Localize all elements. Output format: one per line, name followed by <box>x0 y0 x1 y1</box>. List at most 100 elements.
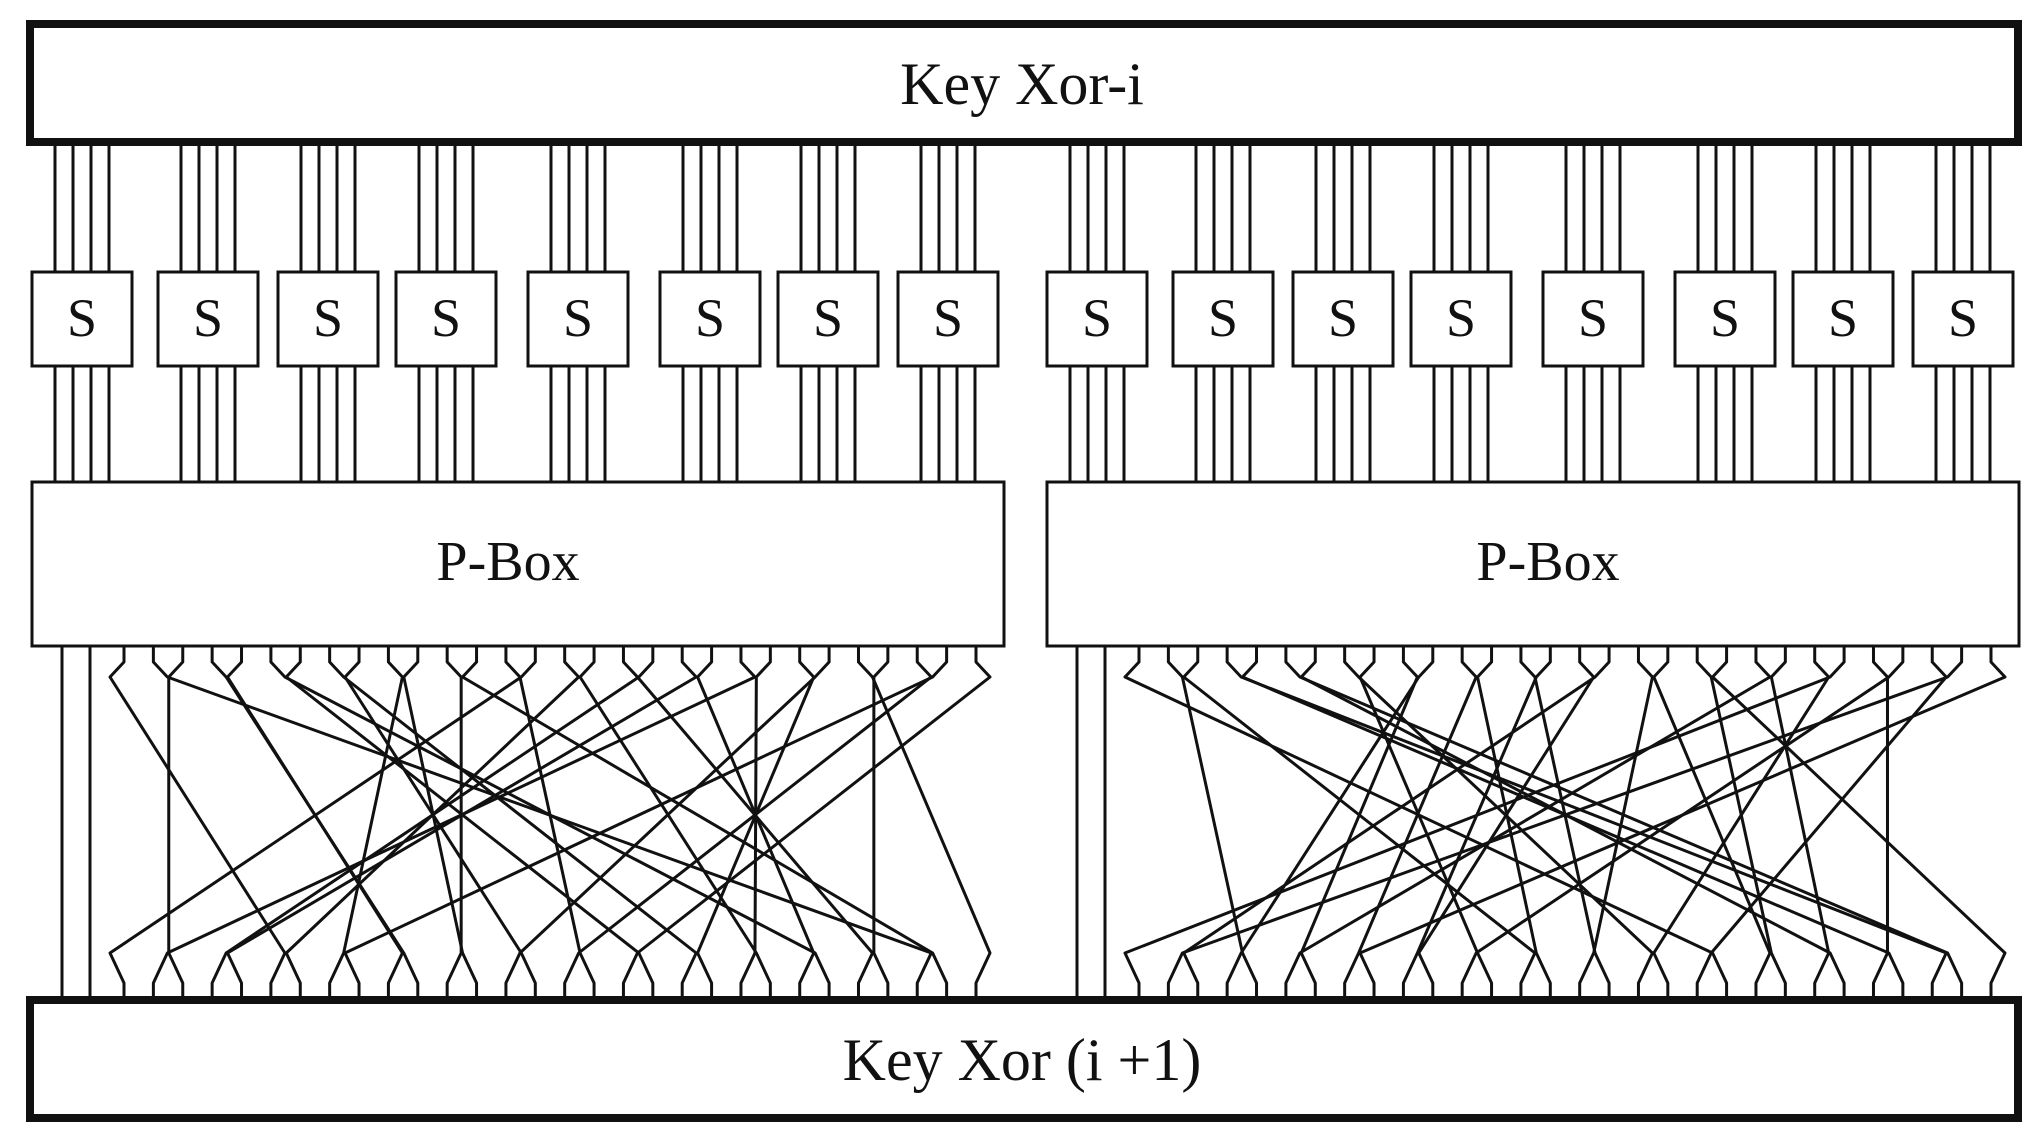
pbox-permutation-wire <box>1711 646 2007 1000</box>
sbox-box <box>1541 270 1645 368</box>
sbox-label: S <box>1710 288 1740 348</box>
sbox-label: S <box>313 288 343 348</box>
sbox: S <box>30 270 134 368</box>
pbox-permutation-wire <box>284 646 655 1000</box>
sbox: S <box>896 270 1000 368</box>
pbox-permutation-wire <box>167 646 185 1000</box>
sbox-label: S <box>193 288 223 348</box>
pbox-permutation-wire <box>856 646 992 1000</box>
pbox-permutation-wire <box>872 646 890 1000</box>
pbox-permutation-wire <box>1166 646 1964 1000</box>
pbox-permutation-wire <box>1284 646 1964 1000</box>
pbox-permutation-wire <box>621 646 992 1000</box>
pbox-permutation-wire <box>343 646 949 1000</box>
pbox-permutation-wire <box>151 646 933 1000</box>
sbox: S <box>776 270 880 368</box>
sbox: S <box>276 270 380 368</box>
sbox-label: S <box>1082 288 1112 348</box>
sbox-box <box>1673 270 1777 368</box>
sbox: S <box>1409 270 1513 368</box>
pbox-left-box <box>30 480 1006 648</box>
pbox-permutation-wire <box>1871 646 1889 1000</box>
pbox-permutation-wire <box>504 646 831 1000</box>
pbox-permutation-wire <box>328 646 698 1000</box>
sbox-box <box>30 270 134 368</box>
sbox-box <box>1291 270 1395 368</box>
pbox-right: P-Box <box>1045 480 2021 648</box>
key-xor-i-block: Key Xor-i <box>26 20 2022 146</box>
pbox-permutation-wire <box>108 646 287 1000</box>
sbox-label: S <box>813 288 843 348</box>
sbox-label: S <box>933 288 963 348</box>
pbox-permutation-wire <box>108 646 537 1000</box>
sbox-label: S <box>563 288 593 348</box>
key-xor-i-plus-1-block: Key Xor (i +1) <box>26 996 2022 1122</box>
sbox: S <box>1911 270 2015 368</box>
pbox-permutation-wire <box>1769 646 1831 1000</box>
pbox-permutation-wire <box>1343 646 1654 1000</box>
sbox: S <box>1791 270 1895 368</box>
pbox-permutation-wire <box>461 646 949 1000</box>
pbox-permutation-wire <box>1225 646 1435 1000</box>
sbox-label: S <box>1446 288 1476 348</box>
sbox-box <box>394 270 498 368</box>
pbox-permutation-wire <box>1123 646 1846 1000</box>
sbox-box <box>1409 270 1513 368</box>
wire-layer <box>53 146 2007 1000</box>
sbox-label: S <box>1208 288 1238 348</box>
key-xor-i-box <box>26 20 2022 146</box>
pbox-left: P-Box <box>30 480 1006 648</box>
sbox: S <box>1045 270 1149 368</box>
pbox-permutation-wire <box>1652 646 1772 1000</box>
sbox: S <box>1673 270 1777 368</box>
sbox: S <box>156 270 260 368</box>
pbox-permutation-wire <box>563 646 933 1000</box>
pbox-right-label: P-Box <box>1476 531 1619 593</box>
pbox-permutation-wire <box>328 646 404 1000</box>
sbox: S <box>658 270 762 368</box>
sbox-label: S <box>431 288 461 348</box>
key-xor-i-plus-1-label: Key Xor (i +1) <box>843 1027 1202 1093</box>
pbox-permutation-wire <box>210 646 655 1000</box>
sbox: S <box>1171 270 1275 368</box>
sbox-box <box>1171 270 1275 368</box>
key-xor-i-label: Key Xor-i <box>900 51 1144 117</box>
sbox-label: S <box>1948 288 1978 348</box>
sbox-label: S <box>1578 288 1608 348</box>
pbox-permutation-wire <box>1166 646 1259 1000</box>
pbox-permutation-wire <box>504 646 596 1000</box>
pbox-permutation-wire <box>1695 646 1948 1000</box>
pbox-permutation-wire <box>402 646 479 1000</box>
sbox-label: S <box>67 288 97 348</box>
sbox-box <box>156 270 260 368</box>
sbox-box <box>658 270 762 368</box>
pbox-permutation-wire <box>1225 646 1948 1000</box>
sbox-label: S <box>1828 288 1858 348</box>
sbox-box <box>776 270 880 368</box>
sbox-label: S <box>1328 288 1358 348</box>
sbox-box <box>896 270 1000 368</box>
sbox-box <box>1791 270 1895 368</box>
pbox-permutation-wire <box>1284 646 1772 1000</box>
pbox-right-box <box>1045 480 2021 648</box>
sbox-box <box>276 270 380 368</box>
pbox-permutation-wire <box>1652 646 1831 1000</box>
sbox: S <box>1541 270 1645 368</box>
key-xor-i-plus-1-box <box>26 996 2022 1122</box>
pbox-permutation-wire <box>1299 646 1419 1000</box>
pbox-permutation-wire <box>1417 646 1596 1000</box>
sbox: S <box>394 270 498 368</box>
sbox-box <box>1911 270 2015 368</box>
pbox-permutation-wire <box>1182 646 1611 1000</box>
pbox-left-label: P-Box <box>436 531 579 593</box>
sbox-label: S <box>695 288 725 348</box>
pbox-permutation-wire <box>578 646 772 1000</box>
sbox: S <box>1291 270 1395 368</box>
pbox-permutation-wire <box>1358 646 2007 1000</box>
sbox-box <box>526 270 630 368</box>
sbox-box <box>1045 270 1149 368</box>
sbox: S <box>526 270 630 368</box>
pbox-permutation-wire <box>1343 646 1478 1000</box>
